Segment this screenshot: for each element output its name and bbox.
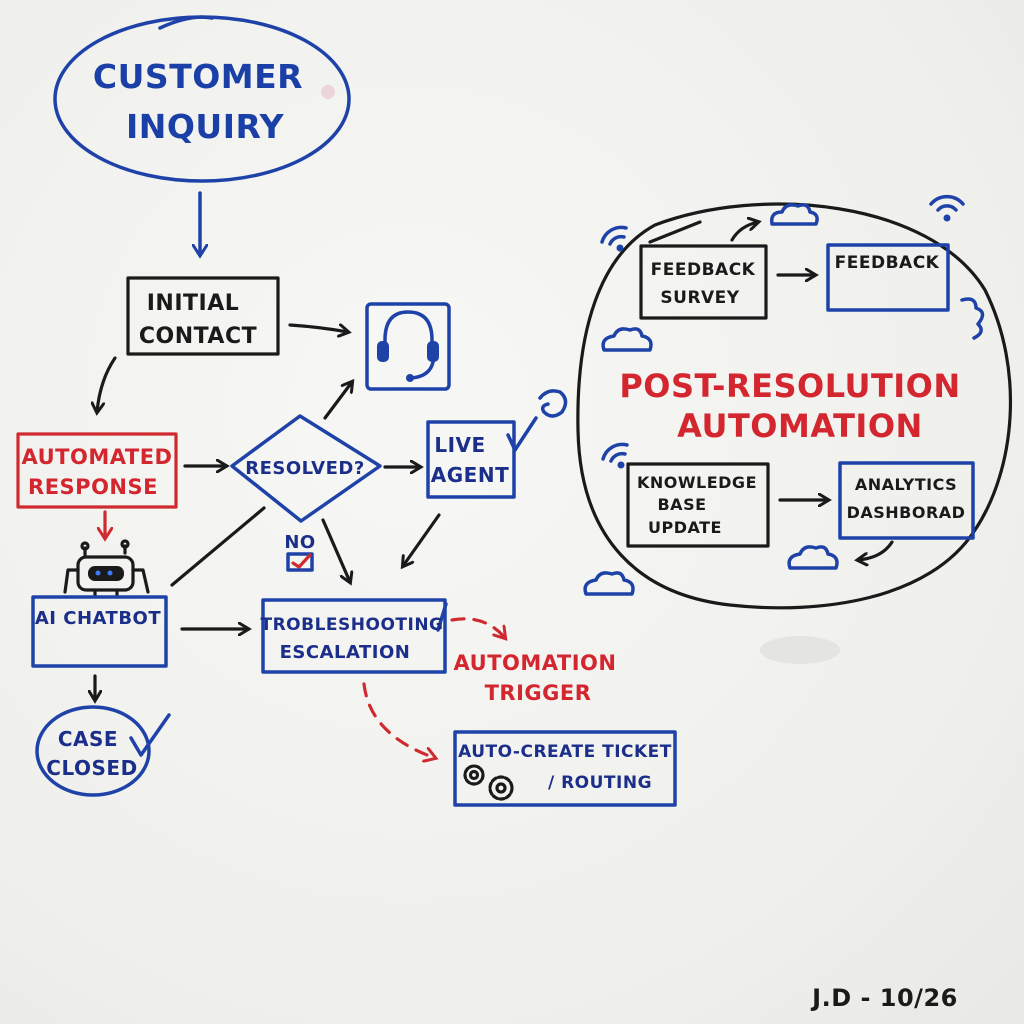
knowledge-base-node: KNOWLEDGE BASE UPDATE <box>626 462 770 548</box>
arrow-contact-to-automated <box>97 356 117 412</box>
arrow-resolved-to-troubleshooting <box>321 518 350 582</box>
headset-icon <box>377 310 439 382</box>
analytics-dashboard-node: ANALYTICS DASHBORAD <box>838 461 975 540</box>
arrow-to-auto-create <box>362 682 435 758</box>
case-closed-line2: CLOSED <box>46 756 137 780</box>
arrow-live-agent-to-troubleshooting <box>403 513 441 566</box>
signature: J.D - 10/26 <box>810 984 958 1012</box>
arrow-analytics-to-cloud <box>858 540 894 560</box>
cloud-icon <box>601 327 653 352</box>
initial-contact-node: INITIAL CONTACT <box>126 276 280 356</box>
wifi-icon <box>601 442 629 469</box>
no-label: NO <box>284 532 315 553</box>
wifi-icon <box>929 194 965 222</box>
automated-response-node: AUTOMATED RESPONSE <box>16 432 178 509</box>
troubleshooting-node: TROBLESHOOTING ESCALATION <box>260 598 448 674</box>
smudge <box>321 85 335 99</box>
live-agent-check-icon <box>506 416 538 452</box>
feedback-survey-line1: FEEDBACK <box>651 260 756 280</box>
doodle-icon <box>960 297 985 340</box>
doodle-bird-icon <box>538 389 568 418</box>
smudge <box>760 636 840 664</box>
wifi-icon <box>600 225 628 252</box>
troubleshooting-line2: ESCALATION <box>280 642 411 663</box>
live-agent-node: LIVE AGENT <box>426 416 538 499</box>
analytics-line1: ANALYTICS <box>855 475 957 494</box>
live-agent-line1: LIVE <box>434 433 485 457</box>
resolved-label: RESOLVED? <box>245 458 365 479</box>
feedback-node: FEEDBACK <box>826 243 950 312</box>
customer-inquiry-node: CUSTOMER INQUIRY <box>53 15 351 183</box>
post-resolution-group: POST-RESOLUTION AUTOMATION FEEDBACK SURV… <box>576 202 1012 610</box>
feedback-survey-node: FEEDBACK SURVEY <box>639 244 768 320</box>
live-agent-line2: AGENT <box>431 463 509 487</box>
post-resolution-title-line1: POST-RESOLUTION <box>619 367 960 405</box>
automated-response-line2: RESPONSE <box>28 475 158 499</box>
arrow-resolved-to-headset <box>323 382 352 420</box>
knowledge-base-line2: BASE <box>657 495 706 514</box>
troubleshooting-line1: TROBLESHOOTING <box>260 615 443 635</box>
knowledge-base-line3: UPDATE <box>648 518 722 537</box>
ai-chatbot-node: AI CHATBOT <box>31 539 168 668</box>
auto-create-line1: AUTO-CREATE TICKET <box>458 742 672 762</box>
initial-contact-line2: CONTACT <box>139 324 257 349</box>
automation-trigger-line1: AUTOMATION <box>454 651 617 675</box>
line-chatbot-to-resolved <box>170 506 266 587</box>
analytics-line2: DASHBORAD <box>847 503 966 522</box>
robot-icon <box>63 539 150 599</box>
automation-trigger-line2: TRIGGER <box>485 681 592 705</box>
case-closed-check-icon <box>129 713 171 757</box>
cloud-icon <box>583 571 635 596</box>
no-branch-label: NO <box>284 532 315 572</box>
arrow-contact-to-headset <box>288 325 348 332</box>
arrow-survey-to-cloud <box>730 222 758 242</box>
automated-response-line1: AUTOMATED <box>22 445 173 469</box>
check-mark-icon <box>291 553 312 569</box>
feedback-survey-line2: SURVEY <box>660 288 739 308</box>
arrow-to-automation-trigger <box>450 617 505 638</box>
resolved-decision-node: RESOLVED? <box>230 414 382 523</box>
knowledge-base-line1: KNOWLEDGE <box>637 473 757 492</box>
customer-inquiry-line2: INQUIRY <box>126 107 285 146</box>
initial-contact-line1: INITIAL <box>147 291 240 316</box>
gears-icon <box>463 764 514 801</box>
cloud-icon <box>787 545 839 570</box>
feedback-label: FEEDBACK <box>835 253 940 273</box>
headset-node <box>365 302 451 391</box>
cloud-icons <box>583 203 985 596</box>
customer-inquiry-line1: CUSTOMER <box>93 57 303 96</box>
wifi-icons <box>600 194 965 469</box>
checkbox-icon <box>286 552 314 572</box>
case-closed-node: CASE CLOSED <box>35 705 171 797</box>
auto-create-line2: / ROUTING <box>548 773 652 793</box>
post-resolution-title-line2: AUTOMATION <box>677 407 923 445</box>
case-closed-line1: CASE <box>58 727 118 751</box>
automation-trigger-label: AUTOMATION TRIGGER <box>454 651 617 705</box>
auto-create-ticket-node: AUTO-CREATE TICKET / ROUTING <box>453 730 677 807</box>
ai-chatbot-label: AI CHATBOT <box>35 608 162 629</box>
cloud-icon <box>769 203 819 226</box>
